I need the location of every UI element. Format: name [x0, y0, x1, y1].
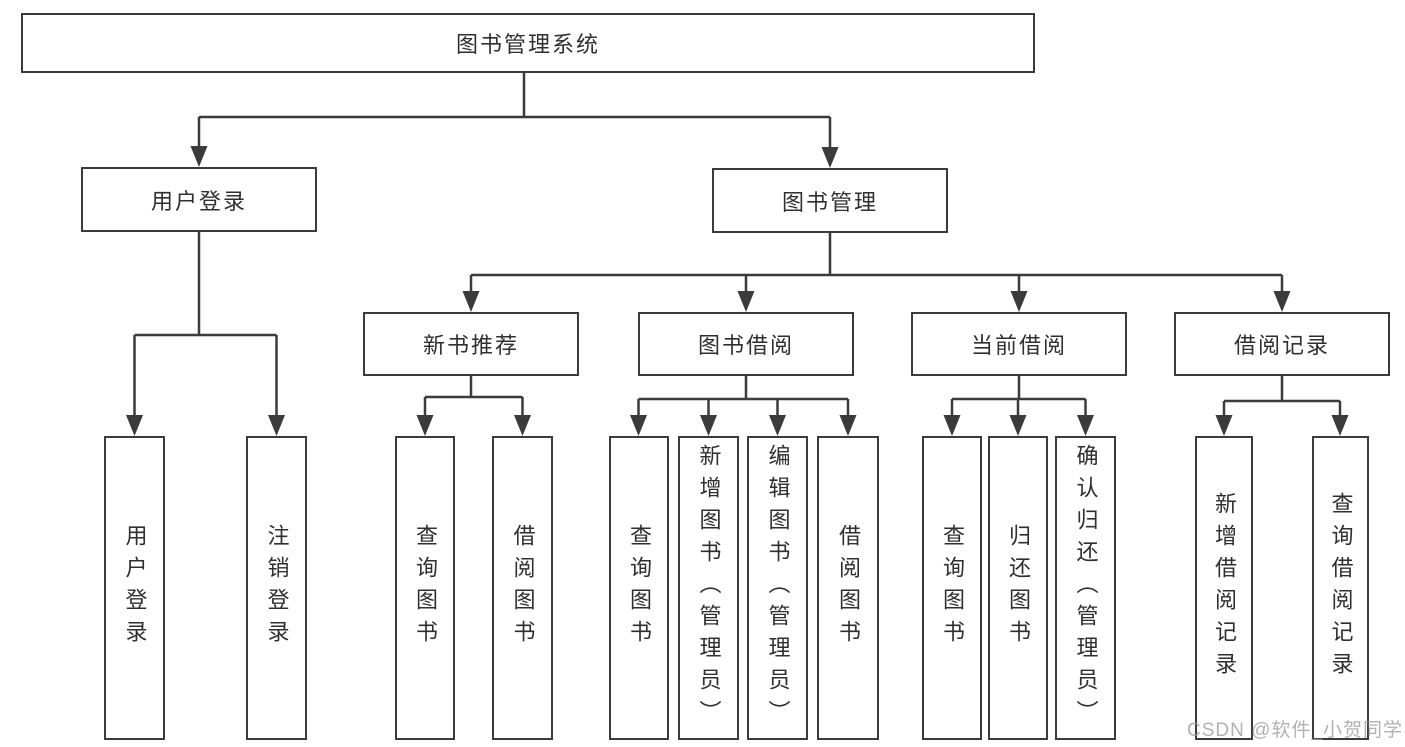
leaf-label: 用户登录: [122, 524, 148, 652]
leaf-label: 归还图书: [1006, 524, 1031, 652]
arrow-icon: [821, 147, 839, 168]
connector-bookborrow-to-leaves: [637, 376, 850, 417]
leaf-add-borrow-record: 新增借阅记录: [1195, 436, 1253, 740]
leaf-add-book-admin: 新增图书（管理员）: [678, 436, 739, 740]
arrow-icon: [462, 291, 480, 312]
leaf-borrow-book: 借阅图书: [817, 436, 879, 740]
node-label: 借阅记录: [1233, 333, 1330, 358]
node-root-system: 图书管理系统: [21, 13, 1035, 73]
arrow-icon: [839, 415, 857, 436]
leaf-label: 查询图书: [627, 524, 652, 652]
node-new-book-recommend: 新书推荐: [363, 312, 579, 376]
arrow-icon: [769, 415, 786, 436]
arrow-icon: [943, 415, 961, 436]
connector-borrowrecord-to-leaves: [1222, 376, 1342, 417]
csdn-watermark: CSDN @软件_小贺同学: [1187, 720, 1403, 741]
leaf-query-borrow-record: 查询借阅记录: [1312, 436, 1369, 740]
arrowheads: [126, 146, 1349, 436]
arrow-icon: [1273, 291, 1291, 312]
arrow-icon: [416, 415, 434, 436]
arrow-icon: [1009, 415, 1027, 436]
leaf-label: 借阅图书: [836, 524, 861, 652]
arrow-icon: [700, 415, 717, 436]
node-book-management-branch: 图书管理: [712, 168, 948, 233]
node-borrow-record: 借阅记录: [1174, 312, 1390, 376]
arrow-icon: [514, 415, 531, 436]
leaf-query-book-newbook: 查询图书: [395, 436, 455, 740]
node-label: 图书借阅: [697, 333, 794, 358]
leaf-confirm-return-admin: 确认归还（管理员）: [1055, 436, 1116, 740]
connector-currentborrow-to-leaves: [950, 376, 1087, 417]
node-user-login-branch: 用户登录: [81, 167, 317, 232]
connector-bookmgmt-to-level3: [469, 233, 1284, 293]
connector-userlogin-to-leaves: [133, 232, 278, 417]
leaf-label: 注销登录: [264, 524, 290, 652]
leaf-label: 查询图书: [940, 524, 965, 652]
leaf-label: 新增借阅记录: [1212, 492, 1237, 684]
leaf-user-login: 用户登录: [104, 436, 165, 740]
arrow-icon: [737, 291, 755, 312]
node-label: 图书管理: [781, 189, 878, 215]
leaf-return-book: 归还图书: [988, 436, 1048, 740]
leaf-label: 确认归还（管理员）: [1073, 444, 1099, 732]
node-label: 用户登录: [150, 188, 247, 214]
leaf-label: 新增图书（管理员）: [696, 444, 722, 732]
leaf-label: 编辑图书（管理员）: [765, 444, 791, 732]
leaf-borrow-book-newbook: 借阅图书: [492, 436, 553, 740]
leaf-edit-book-admin: 编辑图书（管理员）: [747, 436, 808, 740]
connector-root-to-level2: [197, 73, 832, 149]
node-label: 新书推荐: [422, 333, 519, 358]
node-label: 图书管理系统: [455, 32, 600, 57]
arrow-icon: [1331, 415, 1349, 436]
node-book-borrow: 图书借阅: [638, 312, 854, 376]
arrow-icon: [630, 415, 647, 436]
connector-newbook-to-leaves: [423, 376, 524, 417]
arrow-icon: [126, 415, 143, 436]
node-current-borrow: 当前借阅: [911, 312, 1127, 376]
arrow-icon: [1010, 291, 1028, 312]
leaf-label: 借阅图书: [510, 524, 536, 652]
arrow-icon: [1077, 415, 1094, 436]
leaf-query-book-current: 查询图书: [922, 436, 982, 740]
arrow-icon: [268, 415, 285, 436]
leaf-logout: 注销登录: [246, 436, 307, 740]
arrow-icon: [1215, 415, 1233, 436]
leaf-label: 查询图书: [413, 524, 438, 652]
node-label: 当前借阅: [970, 333, 1067, 358]
leaf-label: 查询借阅记录: [1328, 492, 1354, 684]
arrow-icon: [190, 146, 208, 167]
leaf-query-book-borrow: 查询图书: [609, 436, 669, 740]
